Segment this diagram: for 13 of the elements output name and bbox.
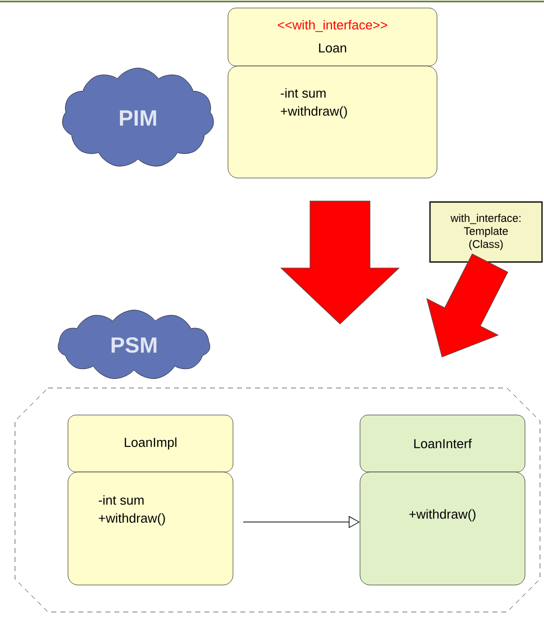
- package-outline: [14, 388, 540, 612]
- node-label: Loan: [319, 43, 346, 53]
- node-label: <<with_interface>>: [278, 20, 388, 32]
- note-box: with_interface: Template (Class): [429, 201, 543, 263]
- block-arrow: [426, 254, 508, 358]
- class-box: <<with_interface>> Loan -int sum +withdraw(): [228, 8, 438, 178]
- cloud: PSM: [58, 310, 210, 379]
- block-arrow: [280, 200, 400, 324]
- cloud: PIM: [62, 68, 214, 166]
- node-label: LoanInterf: [414, 438, 472, 448]
- class-box: LoanImpl -int sum +withdraw(): [68, 414, 234, 586]
- node-label: LoanImpl: [124, 437, 176, 450]
- class-box: LoanInterf +withdraw(): [360, 414, 526, 586]
